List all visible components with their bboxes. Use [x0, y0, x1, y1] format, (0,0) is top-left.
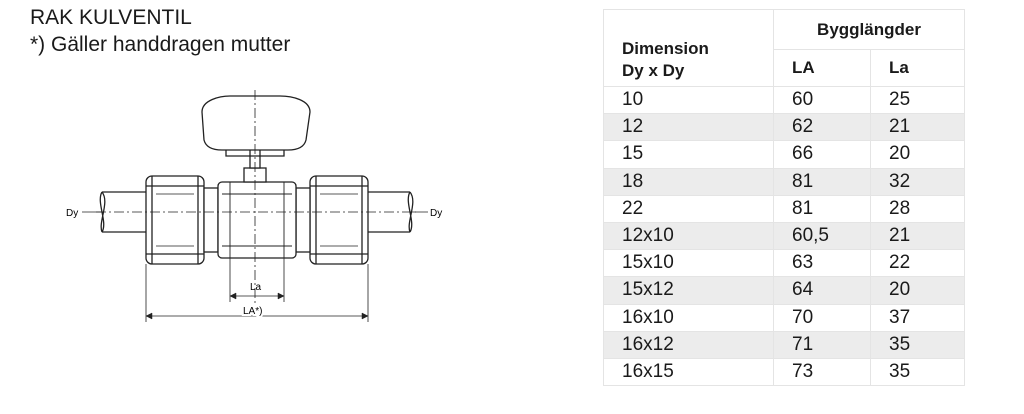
dy-right-label: Dy	[430, 208, 442, 219]
la-total-label: LA*)	[243, 306, 262, 317]
table-cell-la: 60,5	[773, 221, 871, 251]
table-cell-la: 21	[870, 221, 965, 251]
dimension-header: Dimension Dy x Dy	[603, 9, 774, 87]
table-cell-dim: 10	[603, 85, 774, 115]
table-cell-dim: 12	[603, 113, 774, 142]
table-cell-dim: 15	[603, 140, 774, 169]
table-cell-la: 73	[773, 357, 871, 387]
table-cell-la: 66	[773, 140, 871, 169]
table-cell-la: 64	[773, 276, 871, 305]
table-cell-la: 63	[773, 249, 871, 278]
dimension-header-line2: Dy x Dy	[622, 61, 685, 80]
table-cell-la: 22	[870, 249, 965, 278]
table-cell-la: 20	[870, 140, 965, 169]
la-upper-header: LA	[773, 49, 871, 87]
table-cell-dim: 22	[603, 194, 774, 223]
la-label: La	[250, 282, 262, 293]
table-cell-la: 37	[870, 303, 965, 332]
dimension-header-line1: Dimension	[622, 39, 709, 58]
table-cell-la: 35	[870, 330, 965, 359]
left-nut	[145, 175, 205, 265]
table-cell-dim: 18	[603, 167, 774, 196]
la-lower-header: La	[870, 49, 965, 87]
right-pipe	[362, 191, 414, 233]
table-cell-la: 35	[870, 357, 965, 387]
table-cell-la: 25	[870, 85, 965, 115]
table-cell-la: 81	[773, 194, 871, 223]
table-cell-la: 28	[870, 194, 965, 223]
table-cell-la: 20	[870, 276, 965, 305]
table-cell-la: 71	[773, 330, 871, 359]
valve-handle	[201, 95, 311, 151]
table-cell-la: 62	[773, 113, 871, 142]
table-cell-dim: 12x10	[603, 221, 774, 251]
table-cell-dim: 15x12	[603, 276, 774, 305]
left-pipe	[99, 191, 148, 233]
dy-left-label: Dy	[66, 208, 78, 219]
table-cell-dim: 16x15	[603, 357, 774, 387]
page-subtitle: *) Gäller handdragen mutter	[30, 33, 291, 56]
table-cell-la: 60	[773, 85, 871, 115]
table-cell-la: 81	[773, 167, 871, 196]
ball-valve-drawing: Dy Dy La LA*)	[66, 90, 442, 322]
table-cell-la: 21	[870, 113, 965, 142]
table-cell-dim: 16x10	[603, 303, 774, 332]
table-cell-dim: 15x10	[603, 249, 774, 278]
page-title: RAK KULVENTIL	[30, 6, 192, 29]
right-nut	[309, 175, 369, 265]
build-length-header: Bygglängder	[773, 9, 965, 50]
table-cell-la: 32	[870, 167, 965, 196]
table-cell-dim: 16x12	[603, 330, 774, 359]
table-cell-la: 70	[773, 303, 871, 332]
